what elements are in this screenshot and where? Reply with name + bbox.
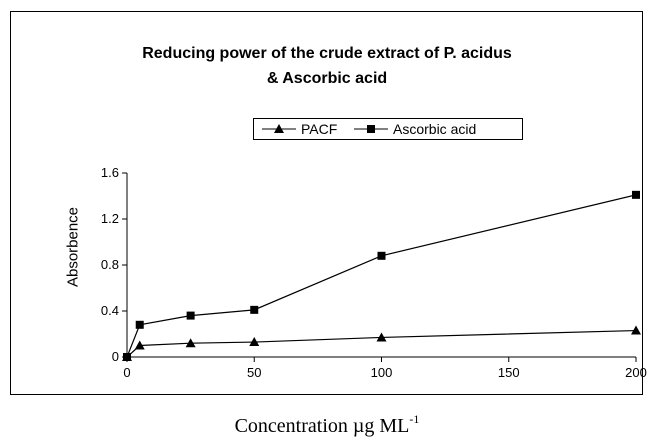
- y-axis-label: Absorbence: [64, 206, 82, 288]
- data-point-ascorbic-acid: [186, 311, 195, 320]
- data-point-ascorbic-acid: [632, 190, 640, 199]
- data-point-ascorbic-acid: [135, 320, 144, 329]
- data-point-pacf: [631, 325, 641, 335]
- legend: PACF Ascorbic acid: [253, 118, 523, 140]
- y-tick-label: 1.2: [101, 211, 119, 226]
- legend-label-pacf: PACF: [301, 121, 338, 137]
- x-tick-label: 50: [247, 365, 261, 380]
- data-point-ascorbic-acid: [377, 251, 386, 260]
- x-tick-label: 150: [498, 365, 520, 380]
- data-point-pacf: [134, 340, 145, 350]
- y-tick-label: 0.4: [101, 303, 119, 318]
- y-tick-label: 1.6: [101, 165, 119, 180]
- data-point-pacf: [185, 338, 196, 348]
- legend-label-ascorbic-acid: Ascorbic acid: [393, 121, 477, 137]
- data-point-ascorbic-acid: [123, 353, 131, 361]
- series-line-ascorbic-acid: [126, 194, 637, 358]
- y-tick-label: 0.8: [101, 257, 119, 272]
- x-tick-label: 0: [123, 365, 130, 380]
- legend-swatches: [262, 124, 388, 133]
- chart-title-line-2: & Ascorbic acid: [266, 70, 388, 87]
- x-tick-label: 200: [625, 365, 647, 380]
- legend-marker-square-icon: [367, 125, 375, 133]
- data-point-pacf: [376, 332, 387, 342]
- x-tick-label: 100: [371, 365, 393, 380]
- chart-frame: [10, 11, 643, 395]
- data-point-pacf: [249, 337, 260, 347]
- y-tick-label: 0: [112, 349, 119, 364]
- x-axis-label: Concentration µg ML-1: [0, 412, 654, 438]
- data-point-ascorbic-acid: [250, 305, 259, 314]
- x-axis-label-main: Concentration µg ML: [234, 415, 410, 437]
- chart-title-line-1: Reducing power of the crude extract of P…: [142, 45, 512, 62]
- legend-marker-triangle-icon: [274, 124, 284, 133]
- x-axis-label-superscript: -1: [409, 412, 420, 426]
